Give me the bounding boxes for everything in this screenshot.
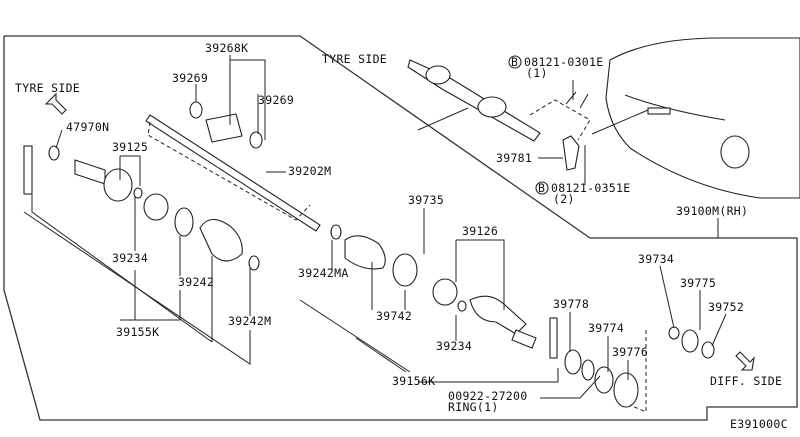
part-label[interactable]: 08121-0301E [524, 55, 603, 69]
part-label[interactable]: 39156K [392, 374, 435, 388]
tyre-side-arrow-icon [44, 92, 67, 115]
diff-side-arrow-icon [735, 351, 755, 371]
part-label[interactable]: 39242 [178, 275, 214, 289]
bolt-badge-1 [508, 55, 522, 69]
part-qty: (2) [553, 192, 575, 206]
part-label[interactable]: 39234 [436, 339, 472, 353]
part-label[interactable]: 08121-0351E [551, 181, 630, 195]
part-label[interactable]: 39735 [408, 193, 444, 207]
part-label[interactable]: 39781 [496, 151, 532, 165]
part-label[interactable]: 39126 [462, 224, 498, 238]
part-label[interactable]: 39269 [172, 71, 208, 85]
diff-side-label: DIFF. SIDE [710, 374, 782, 388]
leader-lines [23, 55, 727, 399]
right-shaft-parts [344, 235, 715, 413]
part-label[interactable]: 39752 [708, 300, 744, 314]
part-label[interactable]: 39774 [588, 321, 624, 335]
part-label[interactable]: 39734 [638, 252, 674, 266]
part-label[interactable]: 39269 [258, 93, 294, 107]
part-label[interactable]: 39125 [112, 140, 148, 154]
part-label[interactable]: 39775 [680, 276, 716, 290]
part-label[interactable]: 39202M [288, 164, 331, 178]
diagram-code: E391000C [730, 417, 788, 431]
part-label[interactable]: 47970N [66, 120, 109, 134]
top-inset-shaft [407, 59, 591, 171]
part-label[interactable]: 39234 [112, 251, 148, 265]
tyre-side-label-left: TYRE SIDE [15, 81, 80, 95]
part-label[interactable]: 39268K [205, 41, 248, 55]
part-label[interactable]: 39100M(RH) [676, 204, 748, 218]
tyre-side-label-top: TYRE SIDE [322, 52, 387, 66]
bolt-badge-1-letter: B [511, 55, 518, 69]
part-label[interactable]: 39742 [376, 309, 412, 323]
part-label[interactable]: 39776 [612, 345, 648, 359]
part-label[interactable]: 00922-27200 [448, 389, 527, 403]
part-label[interactable]: 39242M [228, 314, 271, 328]
assembly-frame [3, 35, 798, 421]
car-illustration [591, 37, 800, 199]
left-shaft-parts [23, 101, 342, 271]
part-label-ring: RING(1) [448, 400, 499, 414]
part-label[interactable]: 39778 [553, 297, 589, 311]
bolt-badge-2-letter: B [538, 181, 545, 195]
part-label[interactable]: 39155K [116, 325, 159, 339]
part-label[interactable]: 39242MA [298, 266, 349, 280]
part-qty: (1) [526, 66, 548, 80]
bolt-badge-2 [535, 181, 549, 195]
